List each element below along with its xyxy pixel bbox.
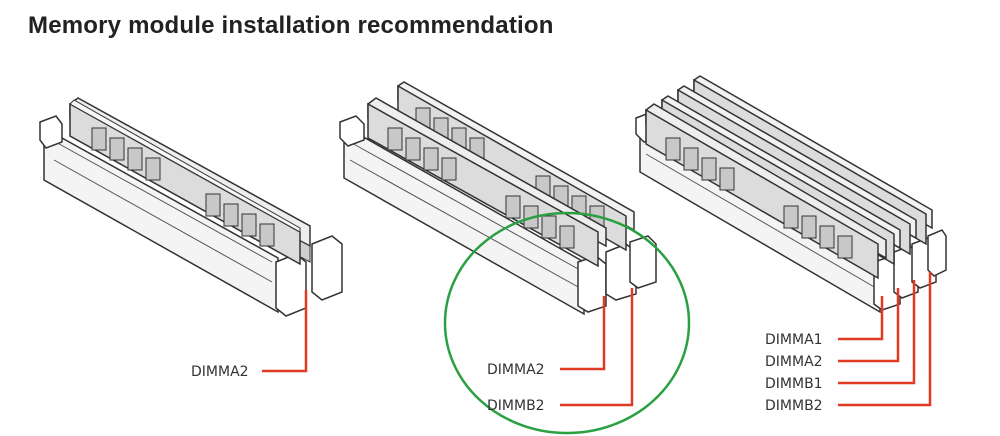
leader-line [838, 272, 932, 407]
slot-label: DIMMA2 [765, 354, 823, 370]
config-3-diagram: DIMMA1 DIMMA2 DIMMB1 DIMMB2 [635, 75, 947, 414]
slot-label: DIMMA1 [765, 332, 823, 348]
memory-module [367, 97, 607, 268]
memory-module [645, 103, 887, 280]
slot-latch-left [39, 115, 63, 149]
slot-label: DIMMB1 [765, 376, 823, 392]
config-1-diagram: DIMMA2 [39, 97, 343, 380]
slot-label: DIMMA2 [487, 362, 545, 378]
memory-module [69, 97, 311, 266]
leader-line [560, 288, 634, 407]
slot-label: DIMMA2 [191, 364, 249, 380]
leader-line [560, 296, 606, 371]
slot-latch-right [275, 253, 307, 317]
leader-line [838, 296, 884, 341]
page-title: Memory module installation recommendatio… [28, 12, 554, 39]
slot-label: DIMMB2 [765, 398, 823, 414]
config-2-diagram: DIMMA2 DIMMB2 [339, 81, 691, 435]
leader-line [838, 280, 916, 385]
dimm-slot [343, 124, 585, 316]
leader-line [262, 290, 308, 373]
leader-line [838, 288, 900, 363]
recommended-highlight-circle [443, 211, 691, 435]
slot-label: DIMMB2 [487, 398, 545, 414]
